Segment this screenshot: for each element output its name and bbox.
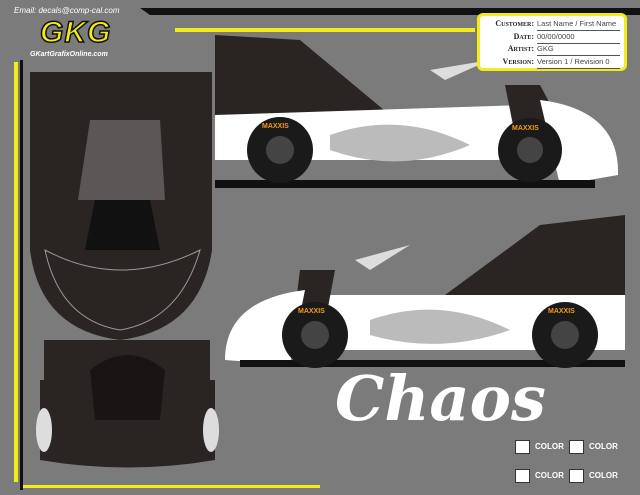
email-contact: Email: decals@comp-cal.com (14, 6, 120, 15)
color-label: COLOR (589, 471, 618, 480)
checkbox[interactable] (515, 469, 530, 483)
artist-value: GKG (537, 43, 620, 56)
color-option-2[interactable]: COLOR (569, 440, 618, 454)
checkbox[interactable] (515, 440, 530, 454)
color-label: COLOR (589, 442, 618, 451)
gkg-logo: GKG (39, 16, 112, 49)
artist-label: Artist: (507, 44, 534, 53)
color-label: COLOR (535, 442, 564, 451)
tire-brand-label: MAXXIS (298, 308, 325, 315)
date-label: Date: (513, 31, 534, 41)
version-label: Version: (502, 56, 534, 66)
color-label: COLOR (535, 471, 564, 480)
tire-brand-label: MAXXIS (262, 123, 289, 130)
kart-side-view-left: MAXXIS MAXXIS (225, 215, 625, 368)
color-option-3[interactable]: COLOR (515, 469, 564, 483)
version-value: Version 1 / Revision 0 (537, 56, 620, 69)
tire-brand-label: MAXXIS (512, 125, 539, 132)
black-stripe-left (20, 60, 23, 490)
proof-info-box: Customer:Last Name / First Name Date:00/… (477, 13, 627, 71)
yellow-stripe-bottom (20, 485, 320, 488)
color-option-4[interactable]: COLOR (569, 469, 618, 483)
customer-label: Customer: (495, 19, 534, 28)
design-name: Chaos (335, 362, 546, 435)
yellow-stripe-top (175, 28, 475, 32)
logo-url: GKartGrafixOnline.com (30, 51, 108, 58)
checkbox[interactable] (569, 469, 584, 483)
customer-value: Last Name / First Name (537, 18, 620, 31)
yellow-stripe-left (14, 62, 18, 482)
date-value: 00/00/0000 (537, 31, 620, 44)
kart-front-view (36, 340, 219, 468)
tire-brand-label: MAXXIS (548, 308, 575, 315)
checkbox[interactable] (569, 440, 584, 454)
kart-top-view (30, 72, 212, 340)
color-option-1[interactable]: COLOR (515, 440, 564, 454)
kart-side-view-right: MAXXIS MAXXIS (215, 35, 619, 188)
